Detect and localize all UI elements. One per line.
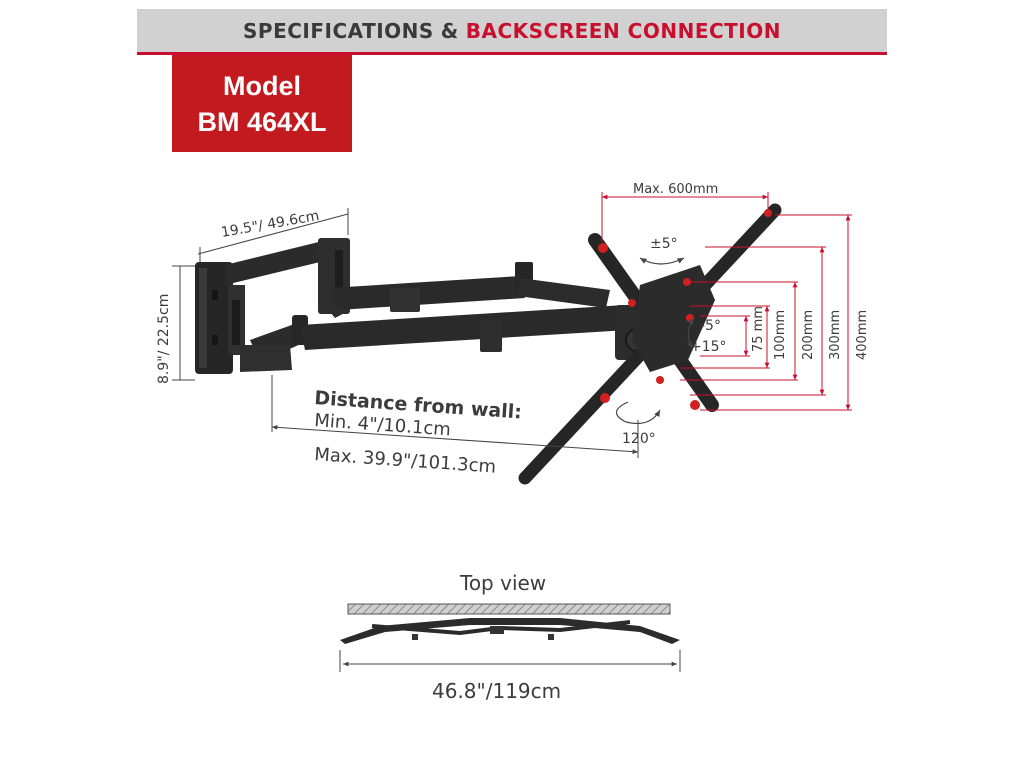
model-badge: Model BM 464XL xyxy=(172,55,352,152)
arm-height-dimension: 8.9"/ 22.5cm xyxy=(156,265,195,384)
vesa-hole-bottom-right xyxy=(690,400,700,410)
vesa-100-label: 100mm xyxy=(773,310,788,360)
header-title-specifications: SPECIFICATIONS xyxy=(243,19,434,43)
header-title-backscreen: BACKSCREEN CONNECTION xyxy=(465,19,781,43)
vesa-75-label: 75 mm xyxy=(751,306,766,352)
arm-length-label: 19.5"/ 49.6cm xyxy=(220,208,321,241)
wall-plate xyxy=(195,262,233,374)
header-bar: SPECIFICATIONS & BACKSCREEN CONNECTION xyxy=(137,9,887,53)
header-underline xyxy=(137,52,887,55)
max-width-label: Max. 600mm xyxy=(633,182,718,197)
vesa-hole-bottom-left xyxy=(600,393,610,403)
vesa-hole-top-right xyxy=(764,209,772,217)
tilt-range-arrow xyxy=(639,257,685,265)
top-view-width-label: 46.8"/119cm xyxy=(432,679,561,703)
model-number: BM 464XL xyxy=(197,106,327,137)
model-label: Model xyxy=(223,70,301,101)
distance-dimension xyxy=(271,375,639,458)
middle-arm xyxy=(330,262,610,312)
tilt-down-label: -5° xyxy=(700,318,721,334)
header-title-ampersand: & xyxy=(440,19,459,43)
vesa-plate xyxy=(518,203,782,485)
vesa-400-label: 400mm xyxy=(855,310,870,360)
swivel-arrow xyxy=(615,401,661,425)
top-view-title: Top view xyxy=(459,571,546,595)
lower-arm xyxy=(240,305,628,372)
distance-max-label: Max. 39.9"/101.3cm xyxy=(314,444,497,478)
vesa-300-label: 300mm xyxy=(828,310,843,360)
top-view-width-dimension xyxy=(339,650,681,672)
vesa-hole-top-left xyxy=(598,243,608,253)
vesa-dimensions xyxy=(601,192,852,411)
tilt-range-label: ±5° xyxy=(650,236,678,252)
tilt-arrow xyxy=(686,317,695,349)
tilt-up-label: +15° xyxy=(690,339,727,355)
arm-height-label: 8.9"/ 22.5cm xyxy=(156,294,172,384)
vesa-200-label: 200mm xyxy=(801,310,816,360)
top-view-drawing xyxy=(340,603,680,644)
swivel-label: 120° xyxy=(622,431,656,447)
